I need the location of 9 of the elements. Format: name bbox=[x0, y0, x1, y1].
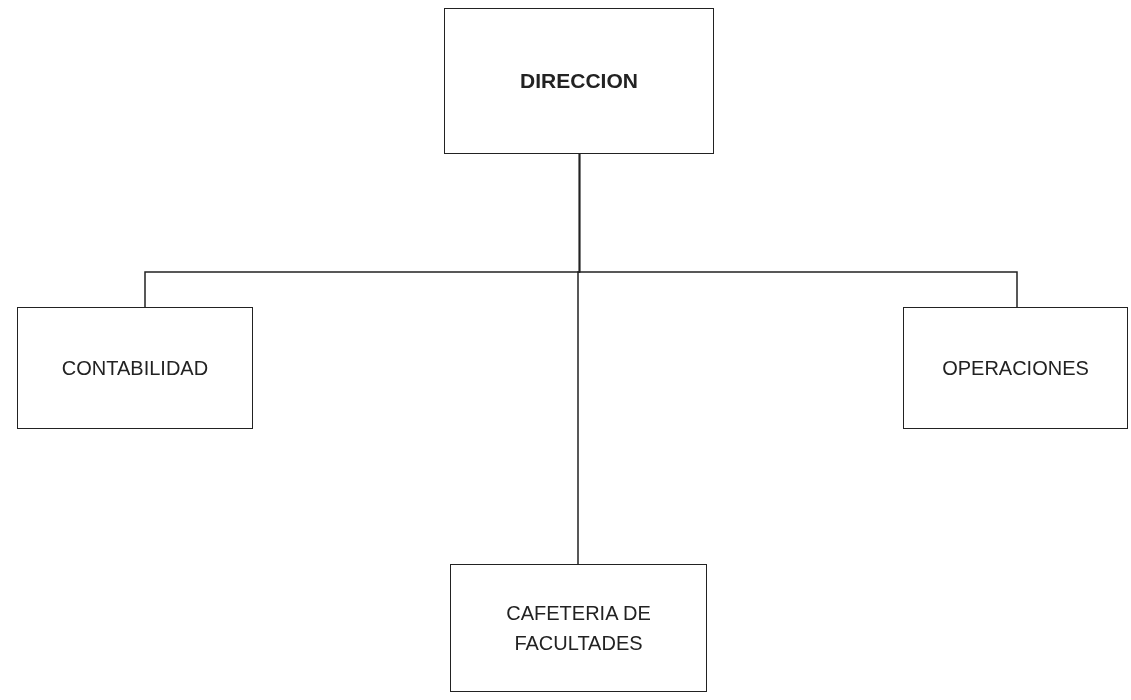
box-label: CAFETERIA DE FACULTADES bbox=[505, 601, 652, 656]
box-label: DIRECCION bbox=[520, 68, 638, 95]
connector-line bbox=[577, 153, 581, 565]
box-label: OPERACIONES bbox=[942, 356, 1089, 381]
org-box bbox=[444, 8, 714, 154]
org-box bbox=[17, 307, 253, 429]
org-box bbox=[450, 564, 707, 692]
org-box bbox=[903, 307, 1128, 429]
box-label: CONTABILIDAD bbox=[61, 356, 209, 381]
